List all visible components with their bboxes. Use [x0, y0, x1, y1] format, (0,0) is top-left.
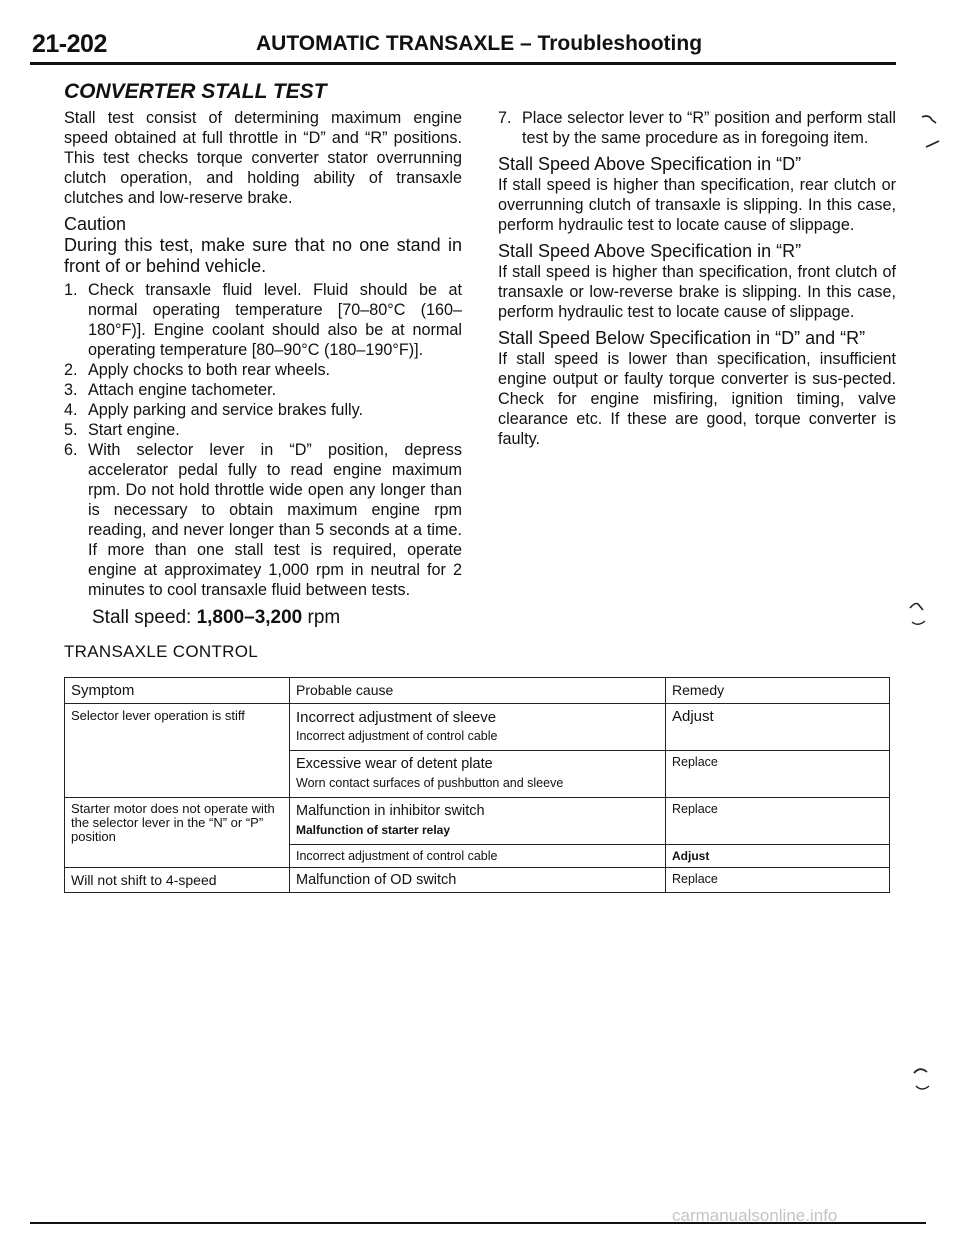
- cause-cell: Incorrect adjustment of control cable: [289, 844, 666, 868]
- stall-speed-value: 1,800–3,200: [196, 607, 303, 628]
- cause-cell: Excessive wear of detent plate Worn cont…: [289, 750, 666, 798]
- binding-mark-icon: [925, 140, 940, 148]
- list-item: 4.Apply parking and service brakes fully…: [64, 401, 364, 419]
- table-row: Selector lever operation is stiff Incorr…: [64, 703, 890, 798]
- header-probable-cause: Probable cause: [289, 677, 666, 704]
- table-row: Will not shift to 4-speed Malfunction of…: [64, 867, 890, 893]
- binding-mark-icon: [915, 1085, 930, 1090]
- list-item: 6.With selector lever in “D” position, d…: [64, 441, 462, 599]
- binding-mark-icon: [911, 620, 926, 625]
- footer-divider: [30, 1222, 926, 1224]
- binding-mark-icon: [909, 602, 924, 611]
- step-list: 1.Check transaxle fluid level. Fluid sho…: [64, 280, 462, 600]
- case-text: If stall speed is higher than specificat…: [498, 263, 896, 321]
- binding-mark-icon: [913, 1068, 928, 1074]
- remedy-cell: Replace: [665, 797, 890, 845]
- list-item: 3.Attach engine tachometer.: [64, 381, 277, 399]
- stall-speed-label: Stall speed:: [92, 607, 192, 628]
- caution-label: Caution: [64, 214, 127, 234]
- case-text: If stall speed is lower than specificati…: [498, 350, 896, 448]
- case-heading: Stall Speed Below Specification in “D” a…: [498, 328, 866, 348]
- header-divider: [30, 62, 896, 65]
- watermark: carmanualsonline.info: [672, 1206, 838, 1225]
- remedy-cell: Replace: [665, 750, 890, 798]
- header-remedy: Remedy: [665, 677, 890, 704]
- page-title: AUTOMATIC TRANSAXLE – Troubleshooting: [256, 32, 703, 55]
- table-row: Excessive wear of detent plate Worn cont…: [65, 750, 890, 798]
- remedy-cell: Adjust: [665, 703, 890, 751]
- page-number: 21-202: [32, 30, 107, 58]
- list-item: 7.Place selector lever to “R” position a…: [498, 109, 896, 147]
- stall-speed-spec: Stall speed: 1,800–3,200 rpm: [64, 608, 462, 628]
- step-list-continued: 7.Place selector lever to “R” position a…: [498, 108, 896, 148]
- list-item: 1.Check transaxle fluid level. Fluid sho…: [64, 281, 462, 359]
- table-header-row: Symptom Probable cause Remedy: [64, 677, 890, 704]
- table-row: Starter motor does not operate with the …: [64, 797, 890, 868]
- cause-cell: Malfunction in inhibitor switch Malfunct…: [289, 797, 666, 845]
- transaxle-control-table: Symptom Probable cause Remedy Selector l…: [64, 677, 890, 893]
- cause-cell: Incorrect adjustment of sleeve Incorrect…: [289, 703, 666, 751]
- list-item: 5.Start engine.: [64, 421, 180, 439]
- header-symptom: Symptom: [64, 677, 290, 704]
- section-title: CONVERTER STALL TEST: [64, 80, 327, 103]
- remedy-cell: Replace: [665, 867, 890, 893]
- remedy-cell: Adjust: [665, 844, 890, 868]
- binding-mark-icon: [921, 115, 937, 124]
- list-item: 2.Apply chocks to both rear wheels.: [64, 361, 331, 379]
- caution-text: During this test, make sure that no one …: [64, 235, 462, 276]
- case-text: If stall speed is higher than specificat…: [498, 176, 896, 234]
- left-column: Stall test consist of determining maximu…: [64, 108, 462, 628]
- case-heading: Stall Speed Above Specification in “D”: [498, 154, 802, 174]
- table-row: Incorrect adjustment of control cable Ad…: [65, 844, 890, 868]
- case-heading: Stall Speed Above Specification in “R”: [498, 241, 802, 261]
- right-column: 7.Place selector lever to “R” position a…: [498, 108, 896, 449]
- stall-speed-unit: rpm: [307, 607, 341, 628]
- cause-cell: Malfunction of OD switch: [289, 867, 666, 893]
- table-caption: TRANSAXLE CONTROL: [64, 642, 259, 661]
- symptom-cell: Starter motor does not operate with the …: [64, 797, 290, 868]
- symptom-cell: Will not shift to 4-speed: [64, 867, 290, 893]
- symptom-cell: Selector lever operation is stiff: [64, 703, 290, 798]
- intro-paragraph: Stall test consist of determining maximu…: [64, 109, 462, 207]
